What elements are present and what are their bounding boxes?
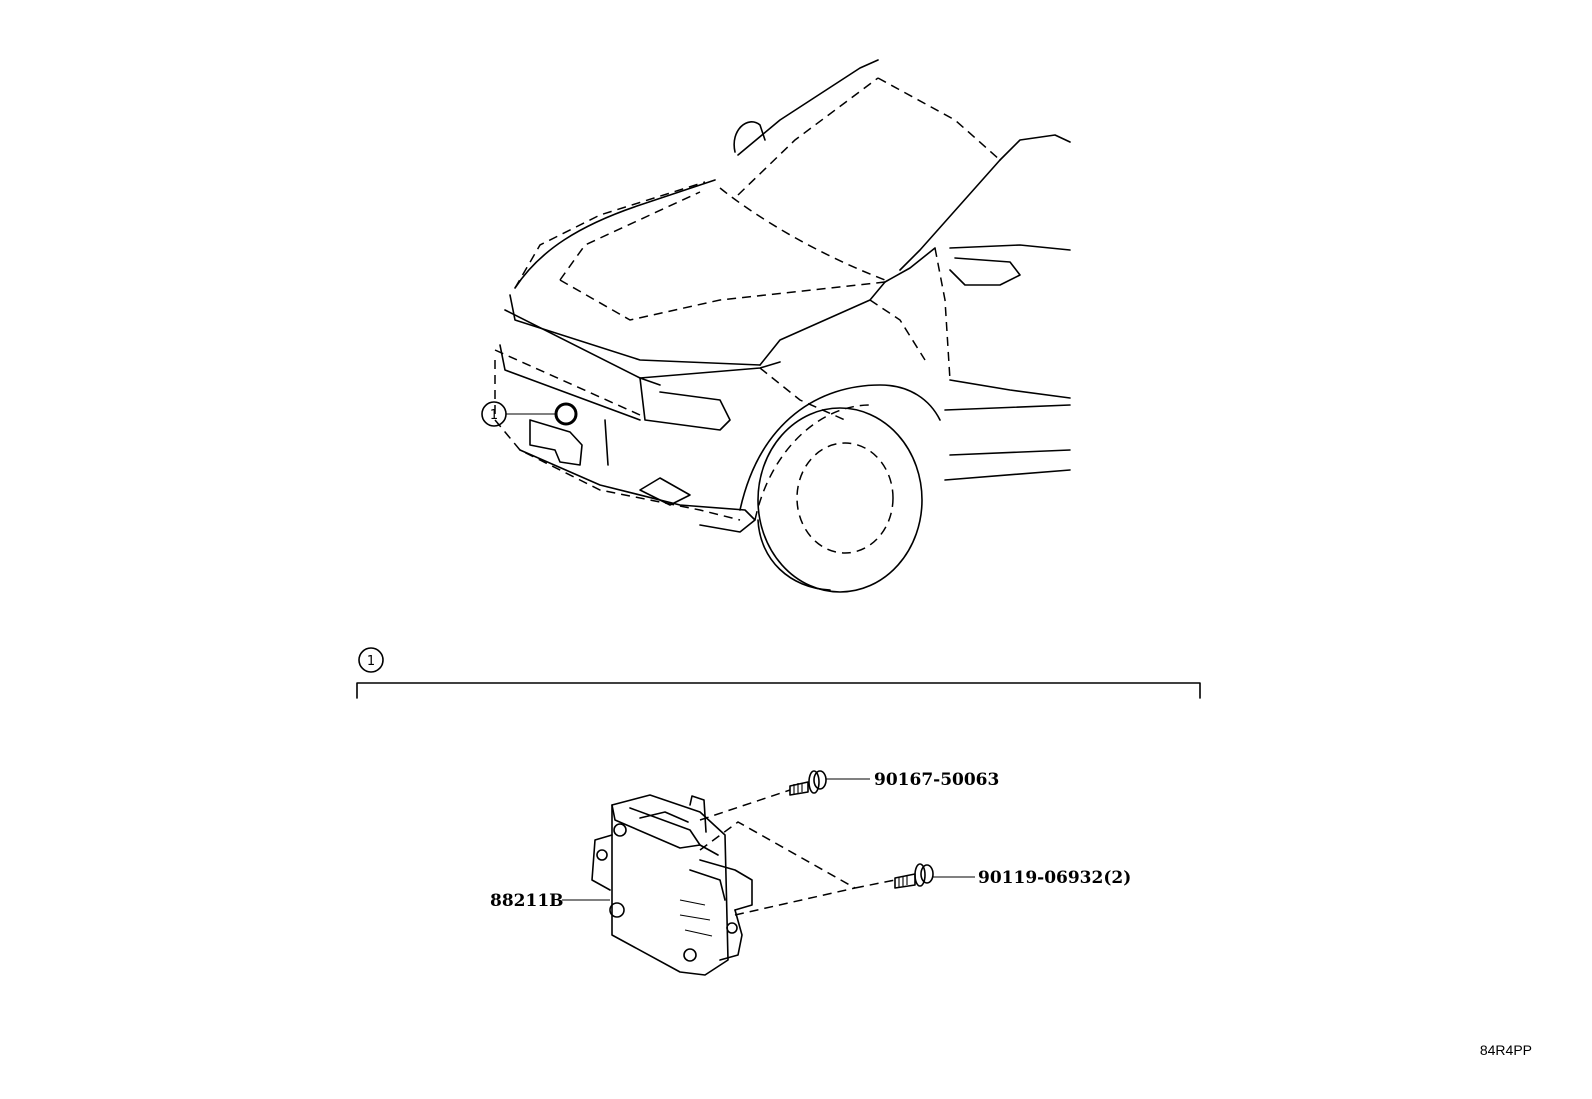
detail-bracket: 1	[356, 647, 1201, 699]
part-number-90167-50063: 90167-50063	[874, 770, 999, 790]
vehicle-callout-number: 1	[490, 408, 498, 423]
bolt-90167-50063	[789, 770, 870, 796]
vehicle-illustration	[494, 59, 1071, 593]
sensor-location-marker	[554, 402, 578, 426]
diagram-code: 84R4PP	[1480, 1042, 1532, 1058]
bolt-90119-06932	[894, 863, 975, 889]
detail-callout-number: 1	[367, 654, 375, 669]
part-number-90119-06932: 90119-06932(2)	[978, 868, 1131, 888]
module-88211b	[591, 789, 896, 976]
vehicle-callout: 1	[481, 401, 556, 427]
part-number-88211b: 88211B	[490, 891, 564, 911]
